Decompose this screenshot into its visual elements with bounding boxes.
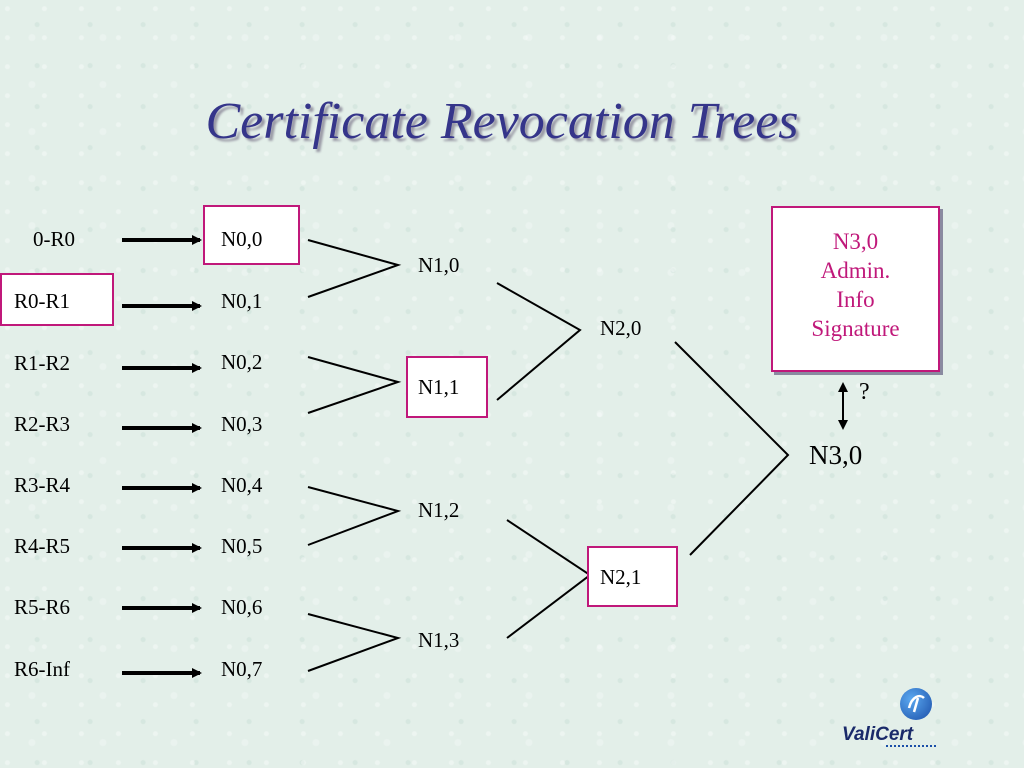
edge-n00-n01-to-n10 <box>307 239 402 298</box>
range-label: R0-R1 <box>14 289 71 313</box>
tree-node-level1: N1,3 <box>418 628 460 652</box>
tree-node-level1: N1,1 <box>418 375 460 399</box>
logo-globe-icon <box>900 688 932 720</box>
logo-underline <box>886 745 936 749</box>
edge-n04-n05-to-n12 <box>307 486 402 546</box>
root-admin-box: N3,0 Admin. Info Signature <box>771 206 940 372</box>
node-highlight-box <box>587 546 678 607</box>
edge-n12-n13-to-n21 <box>506 519 592 639</box>
logo-text: ValiCert <box>842 724 914 745</box>
tree-node-level1: N1,2 <box>418 498 460 522</box>
question-mark: ? <box>859 379 870 405</box>
edge-n20-n21-to-n30 <box>674 341 790 556</box>
admin-node-label: N3,0 <box>832 229 879 254</box>
admin-line: Admin. <box>820 258 891 283</box>
tree-node-leaf: N0,7 <box>221 657 263 681</box>
tree-node-leaf: N0,4 <box>221 473 263 497</box>
slide-title: Certificate Revocation Trees <box>205 93 799 150</box>
range-label: R6-Inf <box>14 657 70 681</box>
tree-node-leaf: N0,1 <box>221 289 263 313</box>
range-label: R3-R4 <box>14 473 71 497</box>
tree-node-root: N3,0 <box>809 440 863 470</box>
valicert-logo: ValiCert <box>842 688 946 752</box>
range-label: R5-R6 <box>14 595 71 619</box>
range-label: R2-R3 <box>14 412 71 436</box>
range-highlight-box <box>0 273 114 326</box>
tree-node-level2: N2,0 <box>600 316 642 340</box>
admin-line: Info <box>836 287 875 312</box>
tree-node-leaf: N0,5 <box>221 534 263 558</box>
node-highlight-box <box>203 205 300 265</box>
tree-node-leaf: N0,2 <box>221 350 263 374</box>
admin-line: Signature <box>811 316 900 341</box>
tree-node-leaf: N0,3 <box>221 412 263 436</box>
range-label: R4-R5 <box>14 534 71 558</box>
tree-node-level1: N1,0 <box>418 253 460 277</box>
tree-node-level2: N2,1 <box>600 565 642 589</box>
range-label: R1-R2 <box>14 351 71 375</box>
edge-n10-n11-to-n20 <box>496 282 582 401</box>
tree-node-leaf: N0,0 <box>221 227 263 251</box>
node-highlight-box <box>406 356 488 418</box>
tree-node-leaf: N0,6 <box>221 595 263 619</box>
edge-n06-n07-to-n13 <box>307 613 402 672</box>
edge-n02-n03-to-n11 <box>307 356 402 414</box>
range-label: 0-R0 <box>33 227 75 251</box>
